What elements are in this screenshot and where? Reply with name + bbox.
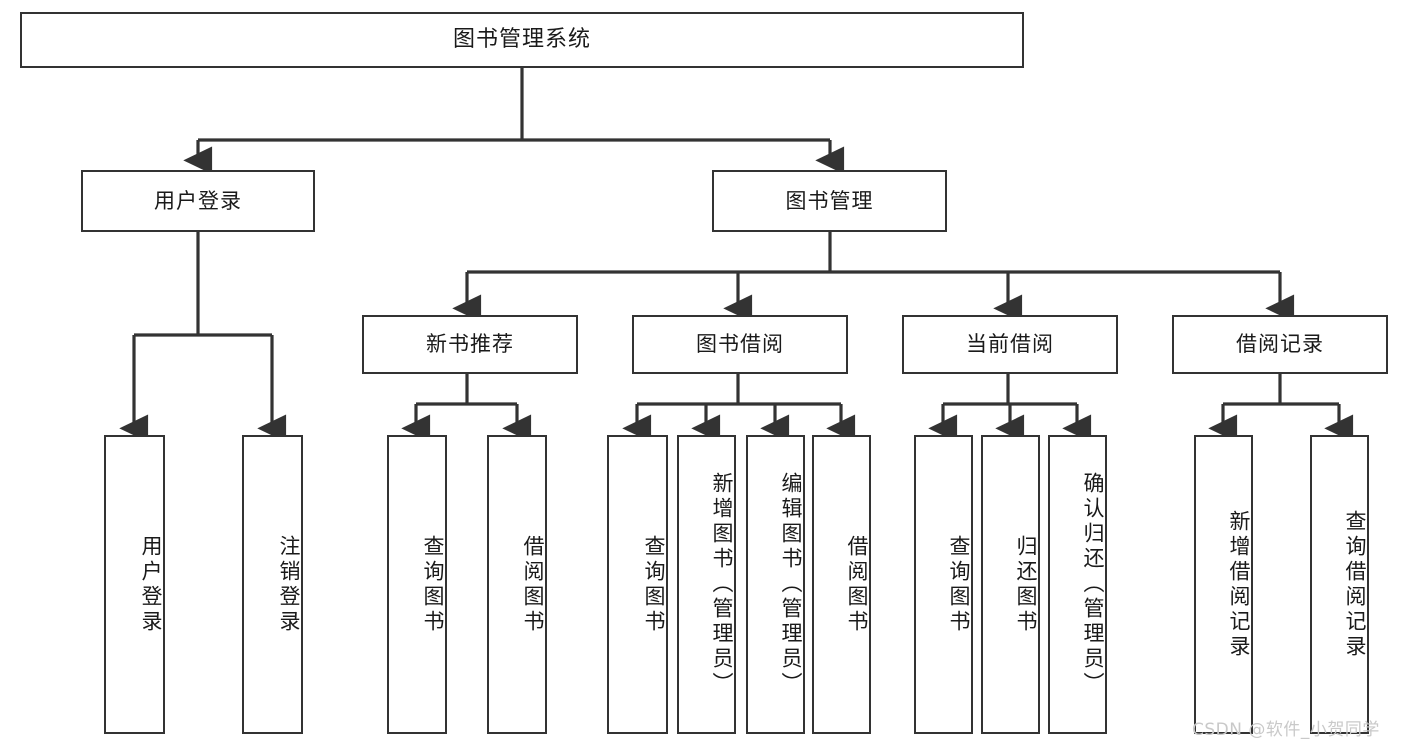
leaf-book-borrow-borrow-books[interactable]: 借阅图书 [812, 435, 871, 734]
leaf-current-borrow-return-books[interactable]: 归还图书 [981, 435, 1040, 734]
leaf-new-book-query-books[interactable]: 查询图书 [387, 435, 447, 734]
leaf-current-borrow-confirm-return-admin[interactable]: 确认归还（管理员） [1048, 435, 1107, 734]
leaf-borrow-record-query-record[interactable]: 查询借阅记录 [1310, 435, 1369, 734]
node-borrowing-record[interactable]: 借阅记录 [1172, 315, 1388, 374]
leaf-current-borrow-query-books[interactable]: 查询图书 [914, 435, 973, 734]
node-current-borrowing[interactable]: 当前借阅 [902, 315, 1118, 374]
csdn-watermark: CSDN @软件_小贺同学 [1192, 720, 1380, 740]
leaf-user-login-login[interactable]: 用户登录 [104, 435, 165, 734]
leaf-book-borrow-add-book-admin[interactable]: 新增图书（管理员） [677, 435, 736, 734]
node-book-borrowing[interactable]: 图书借阅 [632, 315, 848, 374]
leaf-new-book-borrow-books[interactable]: 借阅图书 [487, 435, 547, 734]
leaf-user-login-logout[interactable]: 注销登录 [242, 435, 303, 734]
leaf-book-borrow-query-books[interactable]: 查询图书 [607, 435, 668, 734]
node-user-login[interactable]: 用户登录 [81, 170, 315, 232]
node-book-management[interactable]: 图书管理 [712, 170, 947, 232]
node-root-library-system[interactable]: 图书管理系统 [20, 12, 1024, 68]
leaf-book-borrow-edit-book-admin[interactable]: 编辑图书（管理员） [746, 435, 805, 734]
node-new-book-recommendation[interactable]: 新书推荐 [362, 315, 578, 374]
leaf-borrow-record-add-record[interactable]: 新增借阅记录 [1194, 435, 1253, 734]
